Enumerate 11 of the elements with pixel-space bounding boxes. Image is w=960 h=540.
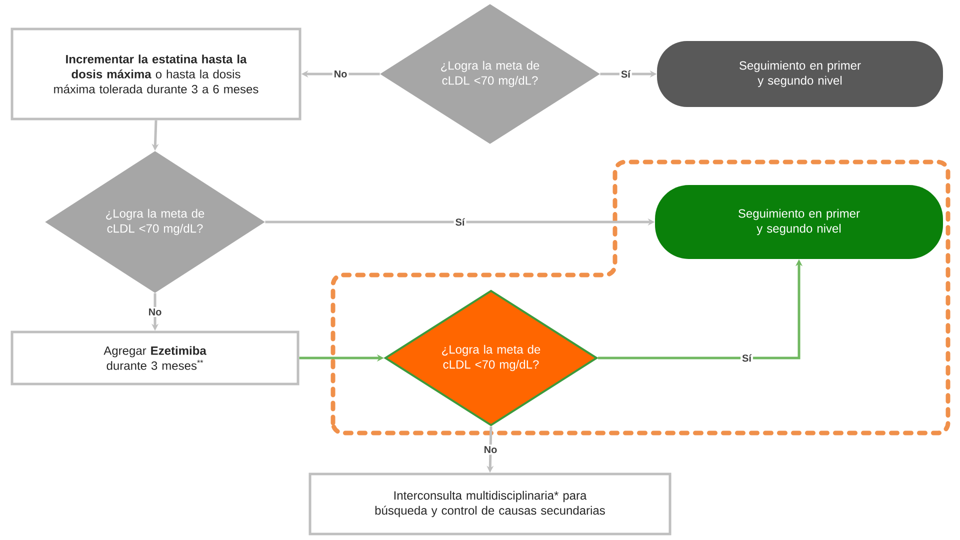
process-box: Agregar Ezetimiba durante 3 meses$^{**}$ — [10, 330, 300, 386]
edge-label: Sí — [454, 216, 466, 228]
edge-label: No — [146, 306, 164, 317]
edge-label: No — [482, 444, 499, 455]
edge-label: Sí — [619, 68, 632, 80]
terminal-pill: Seguimiento en primer y segundo nivel — [657, 41, 943, 107]
edge-label: Sí — [740, 352, 753, 364]
edge-label: No — [332, 69, 349, 79]
process-box: Incrementar la estatina hasta la dosis máxima o hasta la dosis máxima tolerada durante 3 a 6 meses — [10, 28, 302, 120]
process-box: Interconsulta multidisciplinaria* para búsqueda y control de causas secundarias — [308, 472, 672, 536]
terminal-pill: Seguimiento en primer y segundo nivel — [655, 185, 943, 259]
